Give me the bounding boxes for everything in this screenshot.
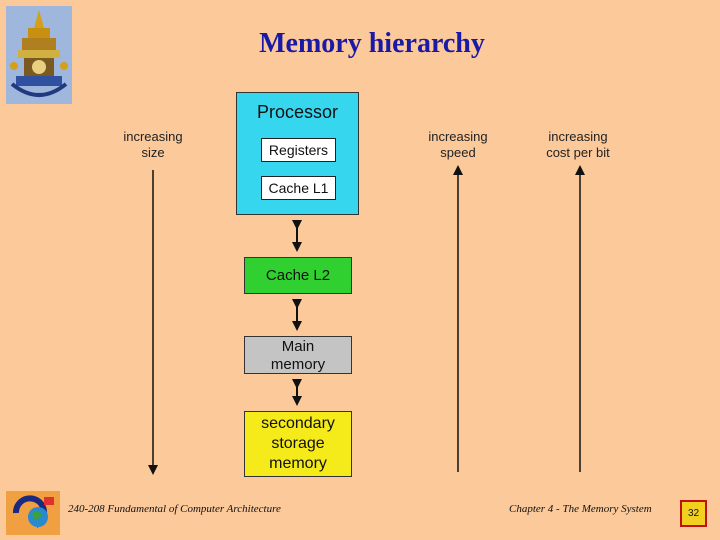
cache-l1-box: Cache L1 [261, 176, 336, 200]
globe-logo [6, 491, 60, 535]
university-emblem-logo [6, 6, 72, 104]
page-number: 32 [680, 500, 707, 527]
footer-chapter: Chapter 4 - The Memory System [509, 503, 652, 515]
processor-box: Processor Registers Cache L1 [236, 92, 359, 215]
processor-label: Processor [256, 102, 339, 122]
page-title: Memory hierarchy [259, 28, 485, 59]
registers-box: Registers [261, 138, 336, 162]
cache-l2-box: Cache L2 [244, 257, 352, 294]
footer-course: 240-208 Fundamental of Computer Architec… [68, 503, 281, 515]
